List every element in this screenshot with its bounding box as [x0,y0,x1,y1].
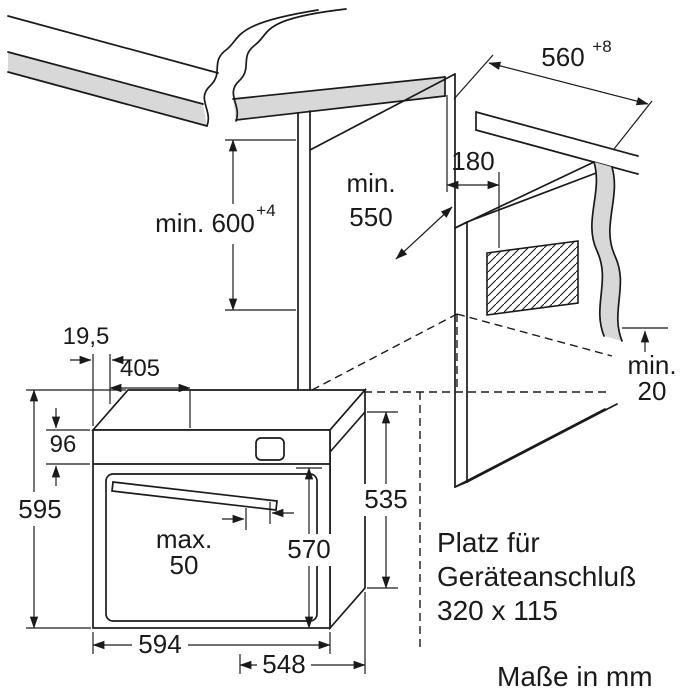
units-note: Maße in mm [497,661,653,692]
connection-hatch [486,240,579,316]
countertop [7,8,446,127]
wall-break-stripe [591,162,622,341]
connection-note: Platz für Geräteanschluß 320 x 115 [437,527,636,626]
dim-body-height: 535 [364,484,407,514]
units-note-text: Maße in mm [497,661,653,692]
connection-note-line3: 320 x 115 [437,595,558,626]
break-line-right [232,8,347,122]
dim-niche-width-tolerance: +8 [592,37,611,56]
dim-niche-height: min. 600 [155,208,255,238]
dim-niche-depth-label: min. [346,168,395,198]
connection-note-line1: Platz für [437,527,540,558]
dim-niche-width: 560 [541,42,584,72]
dim-rear-clearance-value: 20 [638,376,667,406]
dim-niche-depth-value: 550 [349,202,392,232]
dim-rear-clearance-label: min. [627,350,676,380]
dim-panel-height: 96 [50,431,77,458]
side-panel-and-back-wall [454,111,639,488]
dim-oven-width: 594 [138,629,181,659]
cabinet-niche [292,73,456,419]
hidden-edges-dashed [311,313,613,648]
control-display [255,437,285,461]
dim-door-height: 570 [287,534,330,564]
dim-front-overhang: 19,5 [63,323,110,350]
niche-dimensions: min. 600 +4 min. 550 560 +8 180 min. 20 [143,37,677,406]
dim-handle-value: 50 [170,550,199,580]
dim-top-depth: 405 [120,355,160,382]
dim-handle-label: max. [156,524,212,554]
dim-oven-height: 595 [18,494,61,524]
oven-front-view [91,387,367,631]
break-line-left [203,9,319,127]
connection-note-line2: Geräteanschluß [437,561,636,592]
oven-dimensions: 19,5 405 96 595 570 535 max. 50 [16,323,408,679]
dim-oven-depth: 548 [262,649,305,679]
dim-niche-height-tolerance: +4 [256,201,275,220]
dim-connection-offset: 180 [451,146,494,176]
